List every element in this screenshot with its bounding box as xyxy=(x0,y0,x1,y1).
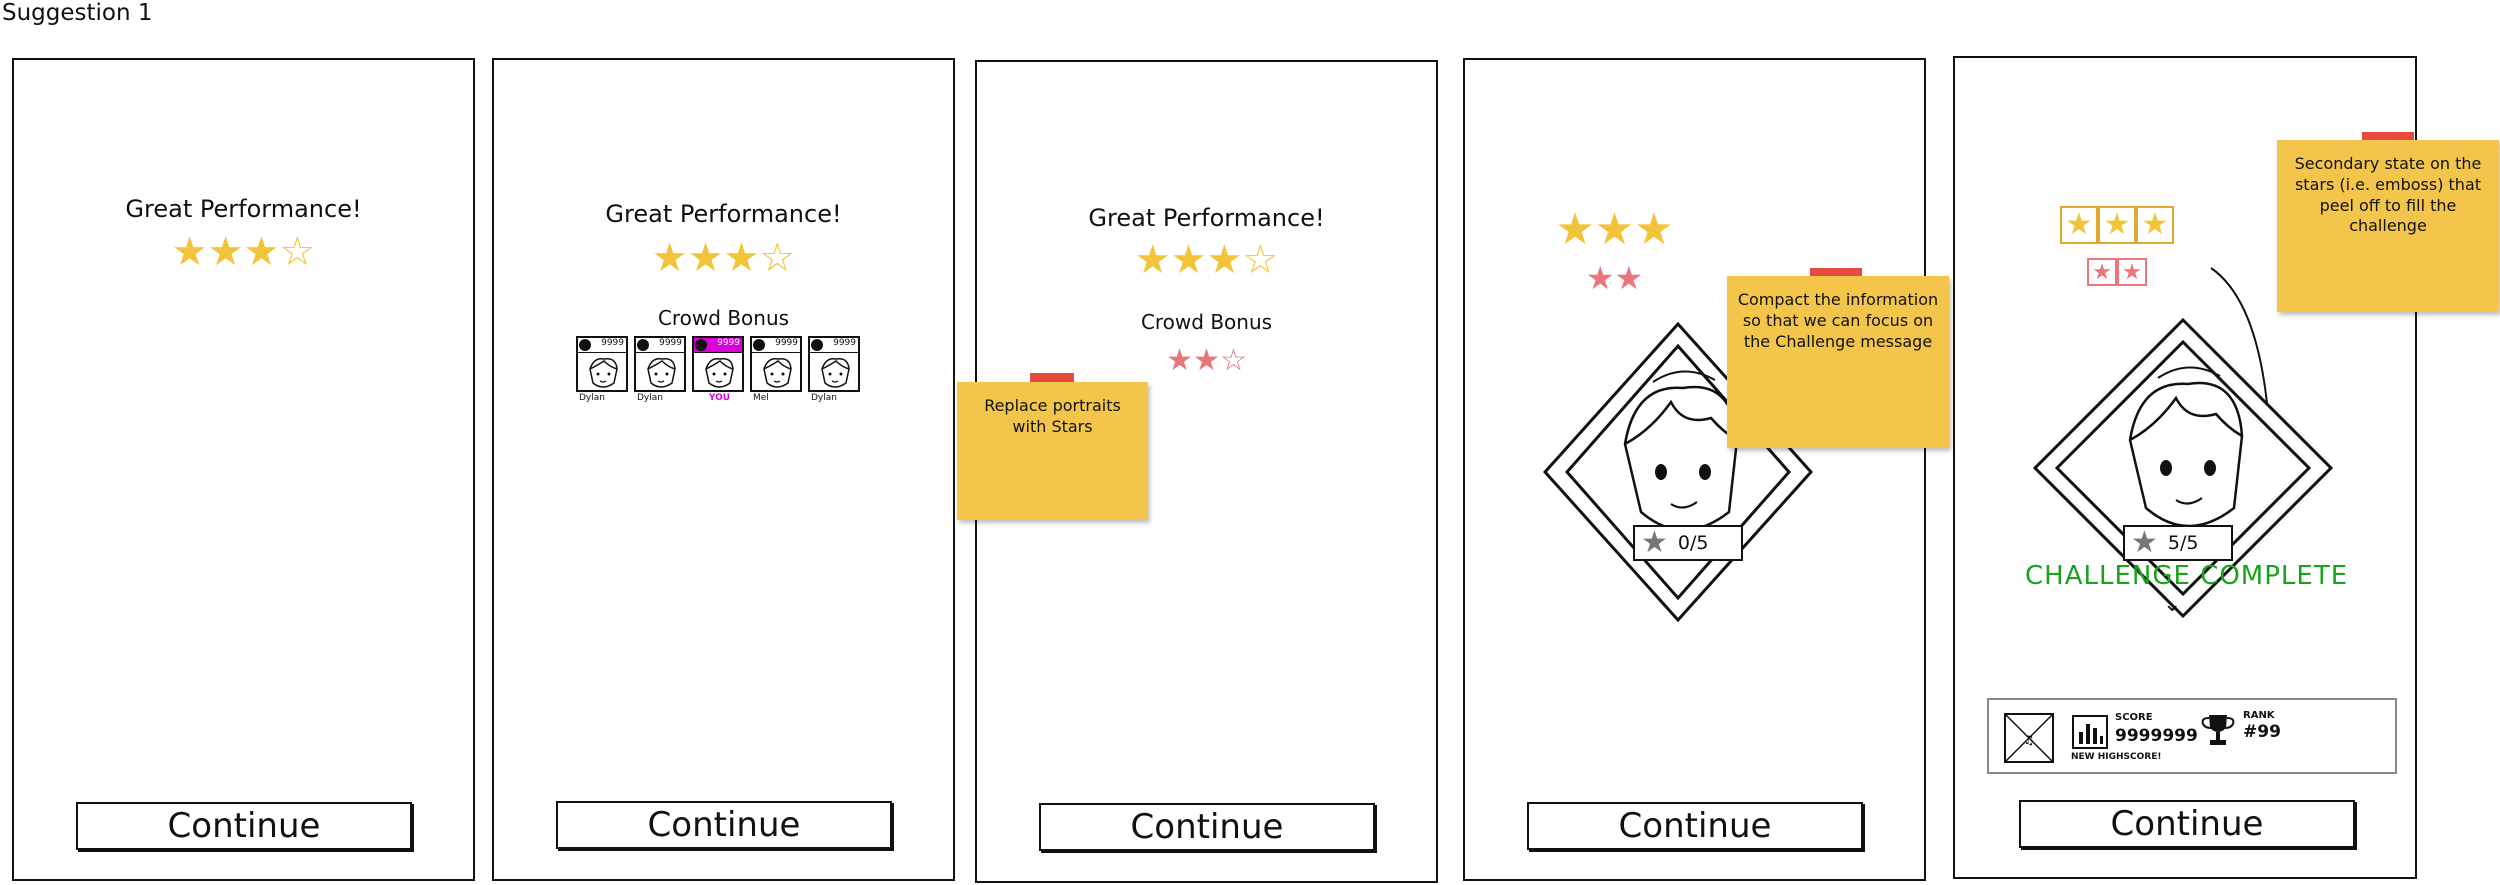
challenge-counter: ★ 5/5 xyxy=(2123,525,2233,561)
star-filled-icon: ★ xyxy=(243,229,280,275)
character-face-icon xyxy=(763,357,792,388)
trophy-icon xyxy=(2201,715,2235,745)
continue-button[interactable]: Continue xyxy=(2019,800,2355,848)
star-filled-icon: ★ xyxy=(687,235,724,281)
crowd-portrait-you: 9999 YOU xyxy=(692,336,744,403)
star-embossed-icon: ★ xyxy=(2136,206,2174,244)
sticky-note: Secondary state on the stars (i.e. embos… xyxy=(2277,140,2499,312)
star-embossed-icon: ★ xyxy=(2087,258,2117,286)
player-icon xyxy=(579,339,591,351)
player-icon xyxy=(695,339,707,351)
sticky-note: Compact the information so that we can f… xyxy=(1727,276,1949,448)
player-icon xyxy=(811,339,823,351)
star-filled-icon: ★ xyxy=(1170,237,1207,283)
star-filled-icon: ★ xyxy=(1594,204,1635,255)
player-icon xyxy=(637,339,649,351)
star-filled-icon: ★ xyxy=(1585,259,1615,297)
crowd-bonus-label: Crowd Bonus xyxy=(657,306,790,330)
star-empty-icon: ☆ xyxy=(759,235,796,281)
crowd-portrait: 9999 Dylan xyxy=(808,336,860,403)
rank-label: RANK xyxy=(2243,710,2275,721)
crowd-portraits: 9999 Dylan 9999 Dylan 9999 YOU 9999 Mel … xyxy=(576,336,860,403)
chevron-down-icon: ⌄ xyxy=(2163,592,2182,617)
panel-heading: Great Performance! xyxy=(125,195,362,223)
character-face-icon xyxy=(821,357,850,388)
challenge-portrait xyxy=(2033,318,2333,618)
image-placeholder-icon: ♫ xyxy=(2004,713,2054,763)
performance-stars: ★★★ xyxy=(1385,208,1844,252)
character-face-icon xyxy=(589,357,618,388)
panel-2: Great Performance! ★★★☆ Crowd Bonus 9999… xyxy=(492,58,955,881)
crowd-portrait: 9999 Dylan xyxy=(576,336,628,403)
crowd-bonus-label: Crowd Bonus xyxy=(1140,310,1273,334)
star-filled-icon: ★ xyxy=(1134,237,1171,283)
performance-stars: ★★★ xyxy=(1887,206,2347,244)
challenge-counter: ★ 0/5 xyxy=(1633,525,1743,561)
score-value: 9999999 xyxy=(2115,726,2198,746)
performance-stars: ★★★☆ xyxy=(14,232,473,272)
continue-button[interactable]: Continue xyxy=(556,801,892,849)
star-icon: ★ xyxy=(2131,525,2158,560)
crowd-portrait: 9999 Mel xyxy=(750,336,802,403)
svg-text:♫: ♫ xyxy=(2024,733,2035,747)
challenge-complete-label: CHALLENGE COMPLETE xyxy=(2025,561,2349,591)
star-filled-icon: ★ xyxy=(723,235,760,281)
results-info-bar: ♫ SCORE 9999999 NEW HIGHSCORE! RANK #99 xyxy=(1987,698,2397,774)
star-filled-icon: ★ xyxy=(1614,259,1644,297)
bar-chart-icon xyxy=(2072,715,2108,749)
star-empty-icon: ☆ xyxy=(279,229,316,275)
sticky-note: Replace portraits with Stars xyxy=(957,382,1148,520)
crowd-portrait: 9999 Dylan xyxy=(634,336,686,403)
star-filled-icon: ★ xyxy=(1193,343,1220,378)
player-icon xyxy=(753,339,765,351)
continue-button[interactable]: Continue xyxy=(1527,802,1863,850)
panel-heading: Great Performance! xyxy=(605,200,842,228)
star-filled-icon: ★ xyxy=(207,229,244,275)
star-embossed-icon: ★ xyxy=(2098,206,2136,244)
crowd-bonus-stars: ★★ xyxy=(1385,262,1844,294)
performance-stars: ★★★☆ xyxy=(977,240,1436,280)
star-filled-icon: ★ xyxy=(1555,204,1595,255)
star-filled-icon: ★ xyxy=(1634,204,1674,255)
star-embossed-icon: ★ xyxy=(2117,258,2147,286)
star-filled-icon: ★ xyxy=(171,229,208,275)
star-filled-icon: ★ xyxy=(1166,343,1194,378)
continue-button[interactable]: Continue xyxy=(76,802,412,850)
star-empty-icon: ☆ xyxy=(1242,237,1279,283)
panel-heading: Great Performance! xyxy=(1088,204,1325,232)
star-icon: ★ xyxy=(1641,525,1668,560)
continue-button[interactable]: Continue xyxy=(1039,803,1375,851)
star-filled-icon: ★ xyxy=(1206,237,1243,283)
panel-1: Great Performance! ★★★☆ Continue xyxy=(12,58,475,881)
star-filled-icon: ★ xyxy=(651,235,688,281)
star-embossed-icon: ★ xyxy=(2060,206,2098,244)
crowd-bonus-stars: ★★☆ xyxy=(977,346,1436,376)
character-face-icon xyxy=(705,357,734,388)
page-title: Suggestion 1 xyxy=(2,0,153,26)
score-label: SCORE xyxy=(2115,712,2153,723)
rank-value: #99 xyxy=(2243,722,2281,742)
tape-strip xyxy=(2362,132,2414,142)
tape-strip xyxy=(1810,268,1862,278)
new-highscore-label: NEW HIGHSCORE! xyxy=(2071,752,2162,762)
character-face-icon xyxy=(647,357,676,388)
panel-4: ★★★ ★★ ★ 0/5 Continue xyxy=(1463,58,1926,881)
crowd-bonus-stars: ★★ xyxy=(1887,258,2347,286)
performance-stars: ★★★☆ xyxy=(494,238,953,278)
star-empty-icon: ☆ xyxy=(1219,343,1247,378)
tape-strip xyxy=(1030,373,1074,383)
